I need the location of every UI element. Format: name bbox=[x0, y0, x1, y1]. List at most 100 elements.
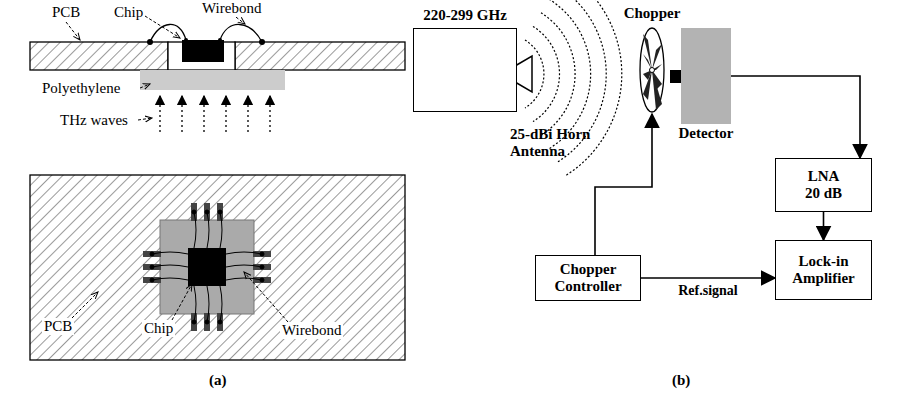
wirebond bbox=[194, 286, 196, 322]
bond-dot bbox=[260, 265, 264, 269]
bond-pad bbox=[253, 251, 271, 257]
bond-pad bbox=[253, 277, 271, 283]
wirebonds-top-view bbox=[150, 210, 264, 324]
bond-pad bbox=[191, 313, 197, 331]
wave-front bbox=[525, 40, 544, 108]
annotation-label: Chip bbox=[112, 4, 145, 21]
thz-arrows bbox=[160, 96, 270, 132]
wirebond bbox=[226, 265, 262, 267]
wirebond bbox=[220, 24, 262, 42]
disk-blade bbox=[643, 34, 652, 70]
wirebond bbox=[194, 212, 196, 248]
node-label: Lock-in Amplifier bbox=[782, 253, 865, 287]
annotation-label: Wirebond bbox=[280, 322, 343, 339]
wirebond bbox=[226, 252, 262, 254]
leader-lines bbox=[72, 272, 288, 322]
bond-pad bbox=[204, 203, 210, 221]
bond-pad bbox=[191, 203, 197, 221]
wirebond bbox=[152, 252, 188, 254]
thz-arrow bbox=[181, 96, 182, 132]
wave-front bbox=[541, 13, 575, 135]
bond-pad bbox=[143, 251, 161, 257]
node-label: Chopper bbox=[622, 4, 682, 22]
node-label: Detector bbox=[668, 124, 744, 142]
chip-top-view bbox=[188, 248, 226, 286]
pcb-section bbox=[235, 42, 405, 70]
bond-dot bbox=[192, 320, 196, 324]
node-label: 20 dB bbox=[805, 185, 842, 202]
hub bbox=[650, 68, 655, 73]
signal-source-box bbox=[413, 28, 517, 112]
wave-front bbox=[533, 26, 560, 121]
detector: Detector bbox=[668, 28, 744, 142]
wirebond bbox=[207, 286, 209, 322]
thz-arrow bbox=[247, 96, 248, 132]
annotation-label: 25-dBi Horn Antenna bbox=[508, 126, 602, 160]
bond-pad bbox=[217, 313, 223, 331]
wave-front bbox=[565, 0, 622, 176]
thz-arrow bbox=[203, 96, 204, 132]
signal-connector bbox=[595, 114, 652, 255]
disk-blade bbox=[643, 70, 652, 100]
wirebond bbox=[152, 278, 188, 280]
bond-dot bbox=[260, 252, 264, 256]
wirebond bbox=[150, 24, 186, 42]
process-box: Lock-in Amplifier bbox=[775, 240, 872, 300]
disk-blade bbox=[652, 44, 662, 70]
chopper-disk bbox=[638, 26, 666, 114]
chip bbox=[182, 40, 224, 62]
bond-dot bbox=[205, 320, 209, 324]
bond-dot bbox=[218, 210, 222, 214]
source-box: 220-299 GHz bbox=[413, 6, 517, 112]
process-box: LNA20 dB bbox=[775, 158, 872, 212]
signal-connector bbox=[823, 212, 825, 240]
annotation-label: Chip bbox=[142, 320, 175, 337]
node-label: LNA bbox=[808, 168, 840, 185]
thz-arrow bbox=[269, 96, 270, 132]
bond-pad bbox=[253, 264, 271, 270]
cavity-top-view bbox=[160, 220, 254, 314]
edge-label: Ref.signal bbox=[676, 283, 740, 299]
disk-blade bbox=[652, 70, 662, 110]
bond-pad bbox=[204, 313, 210, 331]
wirebond bbox=[226, 278, 262, 280]
bond-pads bbox=[143, 203, 271, 331]
polyethylene bbox=[140, 70, 285, 90]
wirebond bbox=[220, 212, 222, 248]
bond-pad bbox=[217, 203, 223, 221]
annotation-label: THz waves bbox=[58, 112, 130, 129]
annotation-label: (b) bbox=[670, 372, 692, 389]
thz-arrow bbox=[225, 96, 226, 132]
node-label: Chopper Controller bbox=[542, 261, 634, 295]
leader-lines bbox=[66, 14, 245, 120]
bond-dot bbox=[150, 265, 154, 269]
signal-connector bbox=[641, 277, 775, 279]
signal-connector bbox=[731, 76, 860, 158]
wirebond bbox=[220, 286, 222, 322]
horn-antenna bbox=[515, 56, 532, 92]
disk-rim bbox=[640, 28, 664, 112]
bond-dot bbox=[150, 252, 154, 256]
wirebond bbox=[207, 212, 209, 248]
chopper-wheel bbox=[638, 26, 666, 114]
bond-dot bbox=[150, 278, 154, 282]
pcb-top-view bbox=[30, 175, 405, 360]
pcb-section bbox=[30, 42, 168, 70]
bond-dot bbox=[192, 210, 196, 214]
detector-port bbox=[670, 70, 681, 83]
annotation-label: (a) bbox=[207, 372, 229, 389]
thz-arrow bbox=[159, 96, 160, 132]
bond-dot bbox=[260, 278, 264, 282]
node-label: 220-299 GHz bbox=[413, 6, 517, 24]
annotation-label: PCB bbox=[42, 318, 74, 335]
bond-pad bbox=[143, 277, 161, 283]
annotation-label: Wirebond bbox=[200, 0, 263, 17]
bond-dot bbox=[218, 320, 222, 324]
process-box: Chopper Controller bbox=[535, 255, 641, 301]
bond-dot bbox=[205, 210, 209, 214]
annotation-label: Polyethylene bbox=[40, 80, 122, 97]
annotation-label: PCB bbox=[50, 4, 82, 21]
bond-pad bbox=[143, 264, 161, 270]
wirebond bbox=[152, 265, 188, 267]
